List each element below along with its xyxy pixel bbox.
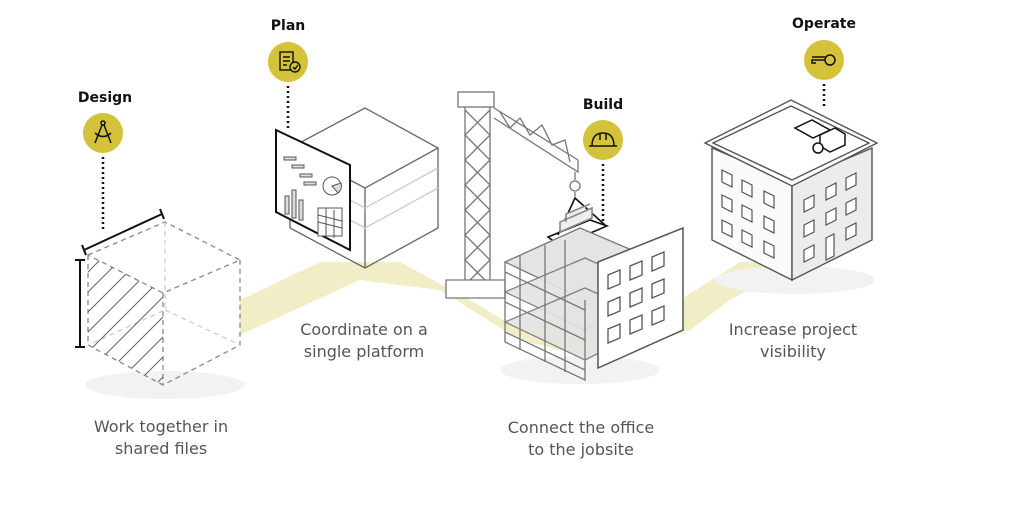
clipboard-check-icon	[268, 42, 308, 82]
rooftop-hvac-unit	[793, 119, 846, 154]
tower-crane	[445, 91, 581, 299]
key-icon	[804, 40, 844, 80]
caption-plan: Coordinate on a single platform	[300, 319, 428, 363]
stage-label-design: Design	[77, 90, 133, 106]
caption-build: Connect the office to the jobsite	[508, 417, 654, 461]
caption-line: visibility	[760, 342, 826, 361]
stage-label-plan: Plan	[270, 18, 306, 34]
caption-line: Work together in	[93, 417, 229, 436]
design-wireframe-cube	[86, 221, 242, 386]
caption-design: Work together in shared files	[94, 416, 228, 460]
finished-building	[703, 99, 879, 282]
caption-line: shared files	[114, 439, 208, 458]
hard-hat-icon	[583, 120, 623, 160]
plan-dashboard-panel	[275, 128, 351, 252]
caption-operate: Increase project visibility	[729, 319, 857, 363]
stage-label-operate: Operate	[792, 16, 856, 32]
dotted-connectors	[101, 84, 826, 230]
caption-line: Increase project	[728, 320, 858, 339]
caption-line: to the jobsite	[528, 440, 634, 459]
dimension-lines	[75, 208, 165, 348]
facade-panel	[597, 226, 684, 370]
caption-line: Connect the office	[507, 418, 655, 437]
caption-line: Coordinate on a	[300, 320, 428, 339]
caption-line: single platform	[303, 342, 425, 361]
compass-icon	[83, 113, 123, 153]
stage-label-build: Build	[582, 97, 624, 113]
